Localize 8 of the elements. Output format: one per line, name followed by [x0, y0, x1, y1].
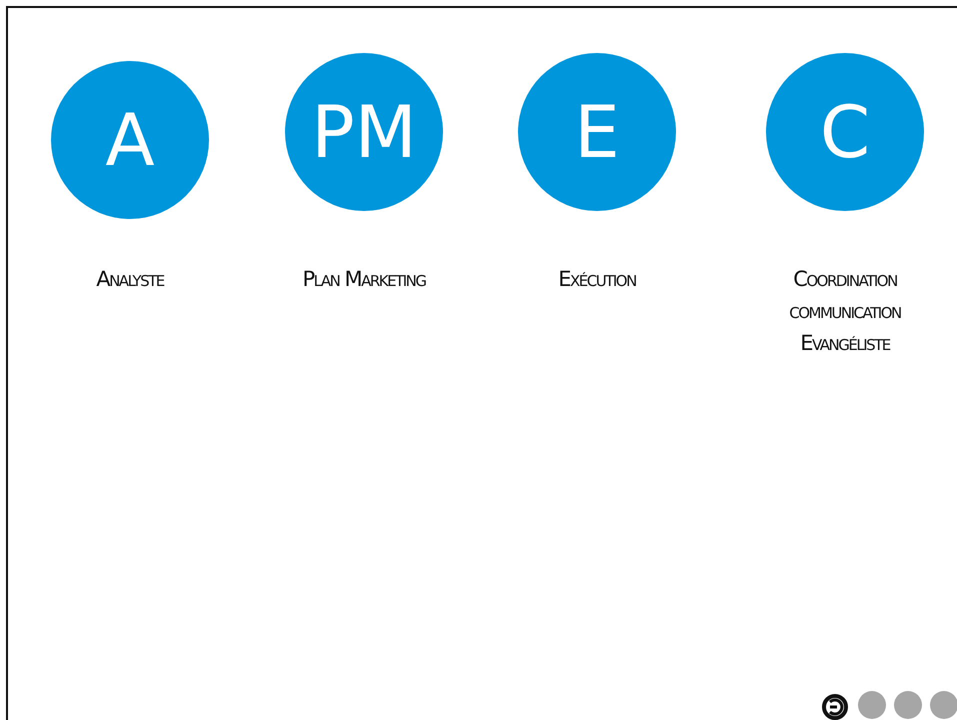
role-caption: Exécution	[557, 266, 637, 293]
letter-circle: E	[518, 53, 676, 211]
role-caption: Analyste	[95, 266, 166, 293]
letter-circle: C	[766, 53, 924, 211]
letter-circle: PM	[285, 53, 443, 211]
role-caption: Coordination communication Evangéliste	[788, 266, 902, 357]
role-caption: Plan Marketing	[301, 266, 427, 293]
letter-circle: A	[51, 61, 209, 219]
